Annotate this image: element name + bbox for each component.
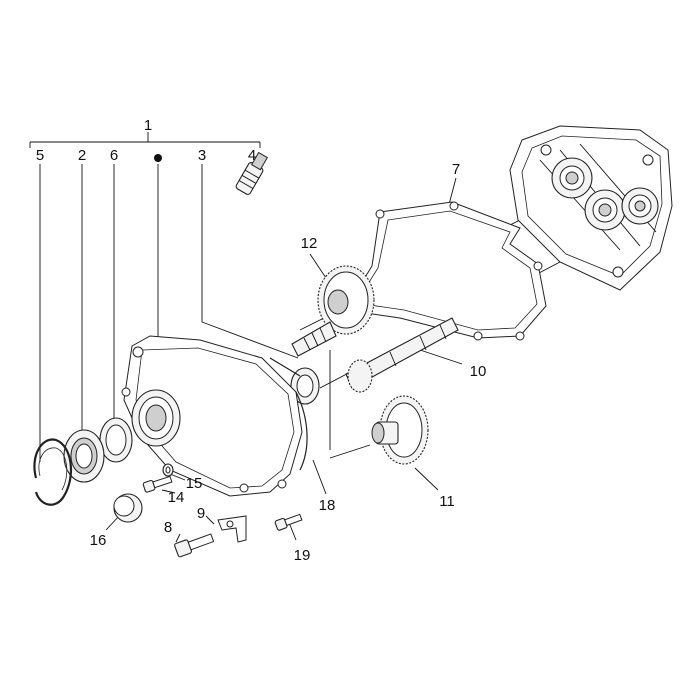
gear-housing-part (509, 125, 673, 291)
breather-fitting-part (235, 151, 269, 195)
clip-9-part (217, 515, 247, 543)
callout-6: 6 (110, 147, 118, 164)
transmission-cover-part (121, 335, 308, 497)
callout-8: 8 (164, 519, 172, 536)
callout-1: 1 (144, 117, 152, 134)
plug-16-part (113, 493, 143, 523)
screw-14-part (142, 475, 173, 493)
callout-16: 16 (90, 532, 107, 549)
assembly-bracket (29, 132, 261, 162)
callout-12: 12 (301, 235, 318, 252)
oil-seal-6-part (99, 417, 133, 463)
callout-labels: 1 2 3 4 5 6 7 8 9 10 11 12 14 15 16 18 1… (36, 117, 487, 564)
callout-14: 14 (168, 489, 185, 506)
shaft-10-part (345, 317, 459, 393)
gear-12-part (291, 265, 375, 357)
bullet-marker (154, 154, 162, 162)
housing-bearing-2 (584, 189, 626, 231)
housing-bearing-3 (621, 187, 659, 225)
screw-19-part (274, 513, 303, 531)
housing-bearing-1 (551, 157, 593, 199)
callout-10: 10 (470, 363, 487, 380)
callout-7: 7 (452, 161, 460, 178)
callout-19: 19 (294, 547, 311, 564)
callout-2: 2 (78, 147, 86, 164)
callout-4: 4 (248, 147, 256, 164)
callout-11: 11 (439, 493, 455, 510)
callout-3: 3 (198, 147, 206, 164)
gear-11-part (371, 395, 429, 465)
circlip-5-part (33, 438, 72, 506)
ball-bearing-2-part (63, 429, 105, 483)
callout-5: 5 (36, 147, 44, 164)
callout-15: 15 (186, 475, 203, 492)
callout-18: 18 (319, 497, 336, 514)
washer-15-part (162, 463, 174, 477)
bolt-8-part (174, 533, 215, 558)
callout-9: 9 (197, 505, 205, 522)
gasket-part (344, 201, 547, 341)
